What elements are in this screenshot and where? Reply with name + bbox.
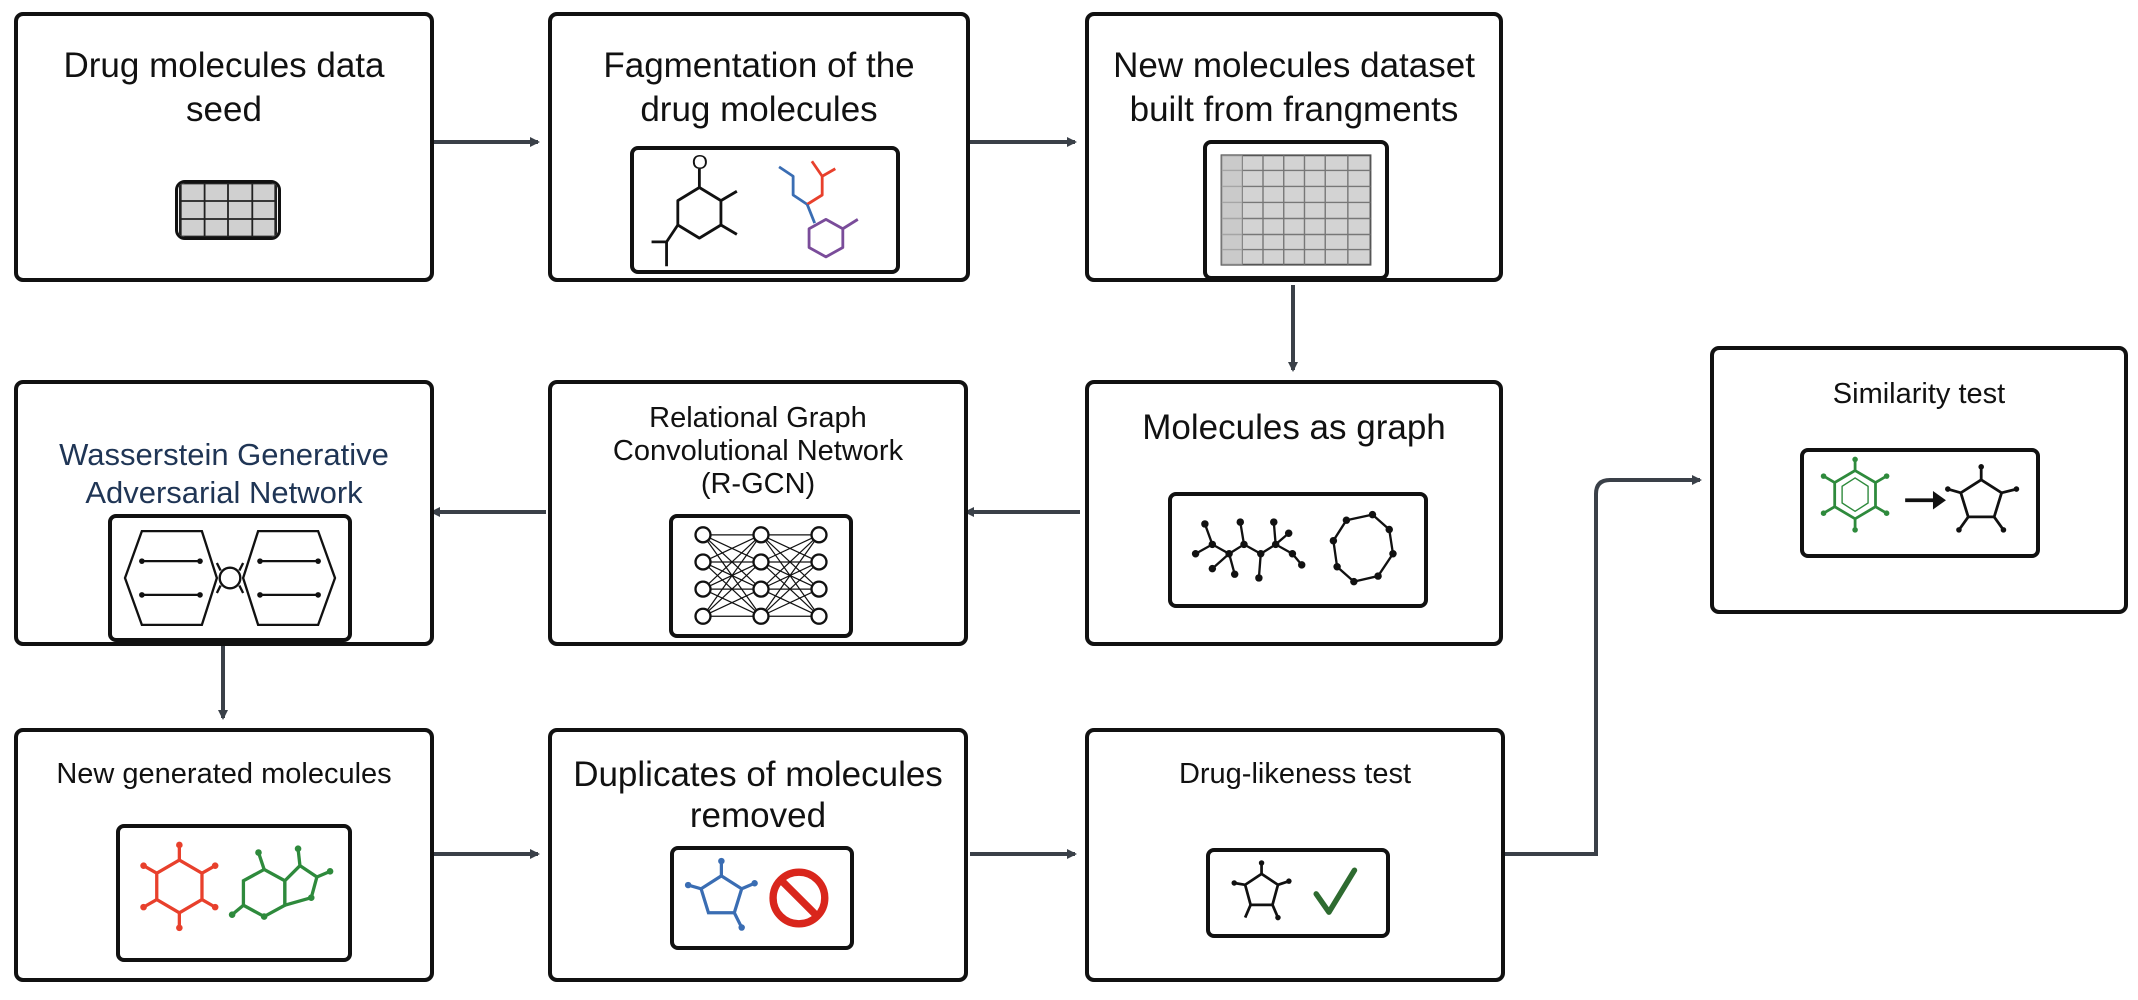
- arrow-druglikeness-to-similarity: [1505, 475, 1702, 856]
- step-rgcn-title: Relational Graph Convolutional Network (…: [612, 402, 904, 500]
- step-wgan-box: Wasserstein Generative Adversarial Netwo…: [14, 380, 434, 646]
- similarity-comparison-icon: [1800, 448, 2040, 558]
- step-wgan-title-blue: Wasserstein Generative Adversarial Netwo…: [59, 436, 389, 510]
- gan-architecture-icon: [108, 514, 352, 642]
- step-duplicates-box: Duplicates of molecules removed: [548, 728, 968, 982]
- step-druglikeness-title: Drug-likeness test: [1178, 758, 1412, 790]
- druglikeness-check-icon: [1206, 848, 1390, 938]
- step-new-dataset-box: New molecules dataset built from frangme…: [1085, 12, 1503, 282]
- step-seed-title: Drug molecules data seed: [63, 46, 385, 130]
- grid-table-icon: [1203, 140, 1389, 280]
- step-new-dataset-title: New molecules dataset built from frangme…: [1113, 46, 1475, 130]
- molecular-graph-icon: [1168, 492, 1428, 608]
- step-fragmentation-box: Fagmentation of the drug molecules O: [548, 12, 970, 282]
- table-icon: [175, 180, 281, 240]
- molecule-fragments-icon: O: [630, 146, 900, 274]
- step-graph-box: Molecules as graph: [1085, 380, 1503, 646]
- neural-network-icon: [669, 514, 853, 638]
- prohibited-duplicate-icon: [670, 846, 854, 950]
- svg-text:O: O: [692, 151, 708, 174]
- checkmark-icon: [1313, 867, 1358, 915]
- step-similarity-box: Similarity test: [1710, 346, 2128, 614]
- step-graph-title: Molecules as graph: [1142, 408, 1446, 447]
- step-duplicates-title: Duplicates of molecules removed: [573, 755, 943, 836]
- arrow-right-icon: [1905, 490, 1946, 510]
- step-generated-title: New generated molecules: [56, 758, 392, 790]
- step-similarity-title: Similarity test: [1832, 378, 2006, 410]
- step-fragmentation-title: Fagmentation of the drug molecules: [603, 46, 915, 130]
- generated-molecules-icon: [116, 824, 352, 962]
- step-generated-box: New generated molecules: [14, 728, 434, 982]
- step-druglikeness-box: Drug-likeness test: [1085, 728, 1505, 982]
- step-seed-box: Drug molecules data seed: [14, 12, 434, 282]
- step-rgcn-box: Relational Graph Convolutional Network (…: [548, 380, 968, 646]
